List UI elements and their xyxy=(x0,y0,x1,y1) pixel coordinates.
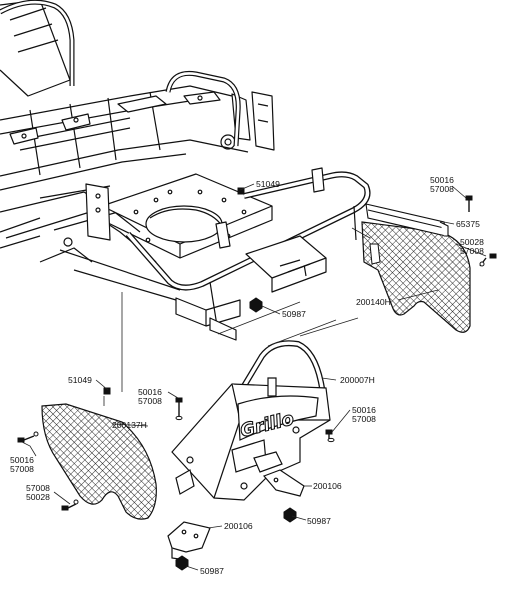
nut-50987-bottom xyxy=(175,555,189,571)
label-65375: 65375 xyxy=(456,219,480,229)
part-labels: 51049 50016 57008 65375 50028 57008 2001… xyxy=(10,175,484,576)
label-50987-mid: 50987 xyxy=(282,309,306,319)
bracket-200106-right xyxy=(262,469,305,497)
right-mesh-guard-200140H xyxy=(361,221,471,333)
label-50028-lower: 50028 xyxy=(26,492,50,502)
left-mesh-guard-200137H xyxy=(41,403,157,520)
bolt-50016-center xyxy=(175,397,183,421)
nut-51049-upper xyxy=(237,187,245,195)
label-50028-right: 50028 xyxy=(460,237,484,247)
nut-50987-mid xyxy=(249,297,263,313)
bolt-50016-left xyxy=(17,431,39,443)
trim-strip-65375 xyxy=(365,203,449,237)
label-200140H: 200140H xyxy=(356,297,391,307)
label-200106-right: 200106 xyxy=(313,481,342,491)
bolt-50016-rfront xyxy=(325,429,335,443)
label-57008-center: 57008 xyxy=(138,396,162,406)
bolt-50016-right xyxy=(465,195,473,212)
label-50016-center: 50016 xyxy=(138,387,162,397)
label-50987-bottom: 50987 xyxy=(200,566,224,576)
label-50016-right: 50016 xyxy=(430,175,454,185)
label-50016-rfront: 50016 xyxy=(352,405,376,415)
label-57008-lower: 57008 xyxy=(26,483,50,493)
label-200137H: 200137H xyxy=(112,420,147,430)
fasteners xyxy=(17,187,497,571)
label-57008-right: 57008 xyxy=(430,184,454,194)
label-57008-right-2: 57008 xyxy=(460,246,484,256)
label-200007H: 200007H xyxy=(340,375,375,385)
label-57008-left: 57008 xyxy=(10,464,34,474)
chassis-frame xyxy=(0,0,371,341)
label-200106-bottom: 200106 xyxy=(224,521,253,531)
rear-bumper-200007H: Grillo xyxy=(171,340,331,501)
leader-lines xyxy=(21,183,487,571)
nut-51049-lower xyxy=(103,387,111,395)
label-50987-right: 50987 xyxy=(307,516,331,526)
bracket-200106-bottom xyxy=(167,521,211,561)
label-51049-lower: 51049 xyxy=(68,375,92,385)
label-57008-rfront: 57008 xyxy=(352,414,376,424)
label-50016-left: 50016 xyxy=(10,455,34,465)
nut-50987-right xyxy=(283,507,297,523)
bolt-50028-right xyxy=(479,253,497,267)
bolt-50028-lower xyxy=(61,499,79,511)
label-51049-upper: 51049 xyxy=(256,179,280,189)
